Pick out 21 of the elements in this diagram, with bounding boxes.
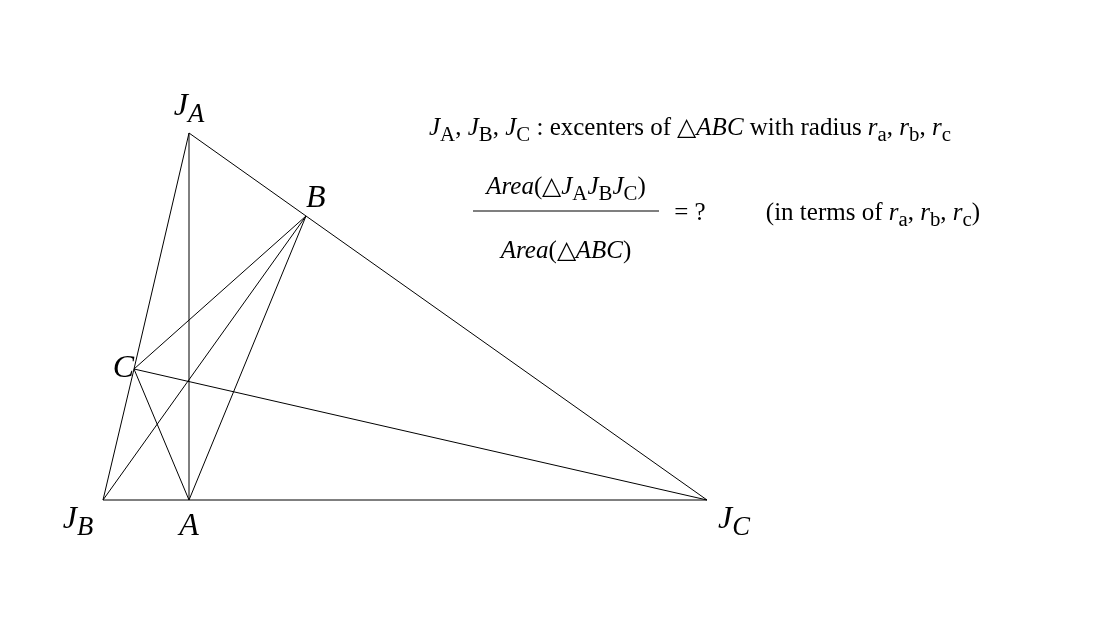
vertex-label: J$_{C}$ <box>707 500 761 540</box>
formula-text: = ? <box>674 198 706 226</box>
line-segment <box>133 368 708 501</box>
line-segment <box>188 499 708 501</box>
formula-text: J$_{A}$, J$_{B}$, J$_{C}$ : excenters of △ABC with radius r$_{a}$, r$_{b}$, r$_{c}$ <box>429 113 951 146</box>
vertex-label: A <box>170 500 208 540</box>
vertex-label: B <box>306 180 344 216</box>
fraction-numerator: Area(△J$_{A}$J$_{B}$J$_{C}$) <box>486 172 646 205</box>
line-segment <box>102 368 135 501</box>
line-segment <box>102 499 190 501</box>
formula-text: (in terms of r$_{a}$, r$_{b}$, r$_{c}$) <box>765 198 981 231</box>
fraction-denominator: Area(△ABC) <box>500 236 632 264</box>
vertex-label: J$_{A}$ <box>164 88 214 133</box>
vertex-label: C <box>94 350 134 384</box>
line-segment <box>133 215 307 370</box>
line-segment <box>133 368 190 501</box>
line-segment <box>102 215 307 501</box>
vertex-label: J$_{B}$ <box>50 500 106 540</box>
line-segment <box>188 132 307 217</box>
line-segment <box>188 215 307 501</box>
line-segment <box>305 215 708 501</box>
